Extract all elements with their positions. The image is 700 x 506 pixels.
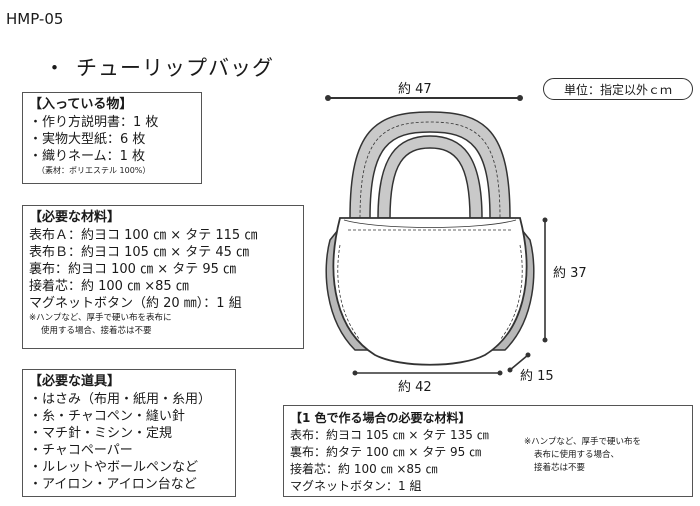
- material-item: 裏布：約ヨコ 100 ㎝ × タテ 95 ㎝: [29, 262, 237, 277]
- material-item: 表布Ｂ：約ヨコ 105 ㎝ × タテ 45 ㎝: [29, 245, 250, 260]
- material-item: 表布Ａ：約ヨコ 100 ㎝ × タテ 115 ㎝: [29, 228, 258, 243]
- contents-header: 【入っている物】: [29, 97, 133, 112]
- title-bullet: ・: [44, 56, 66, 80]
- materials-note: ※ハンプなど、厚手で硬い布を表布に: [29, 313, 172, 323]
- materials-header: 【必要な材料】: [29, 210, 121, 225]
- contents-box: 【入っている物】 ・作り方説明書：1 枚 ・実物大型紙：6 枚 ・織りネーム：1…: [22, 92, 202, 184]
- height-label: 約 37: [553, 266, 587, 281]
- title-text: チューリップバッグ: [76, 56, 274, 80]
- unit-badge: 単位：指定以外ｃｍ: [543, 78, 693, 100]
- one-color-header: 【1 色で作る場合の必要な材料】: [290, 411, 471, 425]
- contents-item: ・織りネーム：1 枚: [29, 149, 146, 164]
- one-color-item: 裏布：約タテ 100 ㎝ × タテ 95 ㎝: [290, 445, 482, 459]
- depth-dimension-line: [507, 352, 531, 373]
- tool-item: ・アイロン・アイロン台など: [29, 477, 197, 492]
- one-color-box: 【1 色で作る場合の必要な材料】 表布：約ヨコ 105 ㎝ × タテ 135 ㎝…: [283, 405, 693, 497]
- one-color-item: 表布：約ヨコ 105 ㎝ × タテ 135 ㎝: [290, 428, 489, 442]
- bottom-dimension-line: [352, 370, 503, 376]
- contents-note: （素材：ポリエステル 100%）: [37, 166, 151, 175]
- tool-item: ・ルレットやボールペンなど: [29, 460, 199, 475]
- bottom-width-label: 約 42: [398, 380, 432, 395]
- tool-item: ・糸・チャコペン・縫い針: [29, 409, 185, 424]
- one-color-note: ※ハンプなど、厚手で硬い布を: [524, 437, 641, 447]
- tool-item: ・マチ針・ミシン・定規: [29, 426, 173, 441]
- product-code: HMP-05: [6, 10, 64, 28]
- one-color-item: マグネットボタン：1 組: [290, 479, 422, 493]
- depth-label: 約 15: [520, 369, 554, 384]
- top-width-label: 約 47: [398, 82, 432, 97]
- material-item: 接着芯：約 100 ㎝ ×85 ㎝: [29, 279, 189, 294]
- contents-item: ・実物大型紙：6 枚: [29, 132, 146, 147]
- tool-item: ・チャコペーパー: [29, 443, 133, 458]
- one-color-note: 接着芯は不要: [534, 463, 586, 473]
- material-item: マグネットボタン（約 20 ㎜）：1 組: [29, 296, 242, 311]
- tool-item: ・はさみ（布用・紙用・糸用）: [29, 392, 212, 407]
- one-color-item: 接着芯：約 100 ㎝ ×85 ㎝: [290, 462, 438, 476]
- bag-body: [332, 217, 528, 366]
- one-color-note: 表布に使用する場合、: [534, 450, 620, 460]
- bag-illustration: [325, 95, 548, 376]
- contents-item: ・作り方説明書：1 枚: [29, 115, 159, 130]
- page-title: ・チューリップバッグ: [44, 52, 274, 82]
- materials-box: 【必要な材料】 表布Ａ：約ヨコ 100 ㎝ × タテ 115 ㎝ 表布Ｂ：約ヨコ…: [22, 205, 304, 349]
- bag-handles: [349, 111, 511, 219]
- top-dimension-line: [325, 95, 523, 101]
- tools-box: 【必要な道具】 ・はさみ（布用・紙用・糸用） ・糸・チャコペン・縫い針 ・マチ針…: [22, 369, 236, 497]
- tools-header: 【必要な道具】: [29, 374, 121, 389]
- materials-note: 使用する場合、接着芯は不要: [41, 326, 152, 336]
- height-dimension-line: [542, 217, 548, 343]
